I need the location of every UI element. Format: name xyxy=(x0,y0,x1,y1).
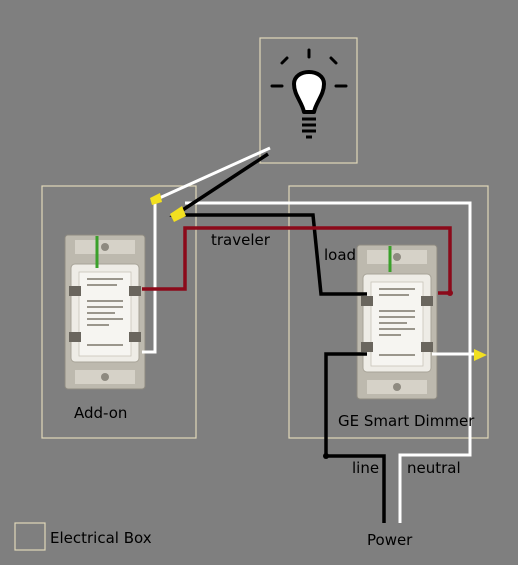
dimmer-label: GE Smart Dimmer xyxy=(338,412,475,430)
addon-switch xyxy=(64,234,146,390)
load-label: load xyxy=(324,246,356,264)
light-bulb-icon xyxy=(270,48,348,139)
addon-box xyxy=(41,185,197,439)
line-label: line xyxy=(352,459,379,477)
power-label: Power xyxy=(367,531,413,549)
fixture-box xyxy=(259,37,358,164)
dimmer-box xyxy=(288,185,489,439)
legend: Electrical Box xyxy=(14,522,152,551)
white-wires xyxy=(142,146,480,523)
legend-swatch xyxy=(14,522,46,551)
legend-label: Electrical Box xyxy=(50,529,152,547)
wire-nuts xyxy=(150,193,487,459)
dimmer-switch xyxy=(356,244,438,400)
neutral-label: neutral xyxy=(407,459,461,477)
addon-label: Add-on xyxy=(74,404,127,422)
traveler-label: traveler xyxy=(211,231,271,249)
